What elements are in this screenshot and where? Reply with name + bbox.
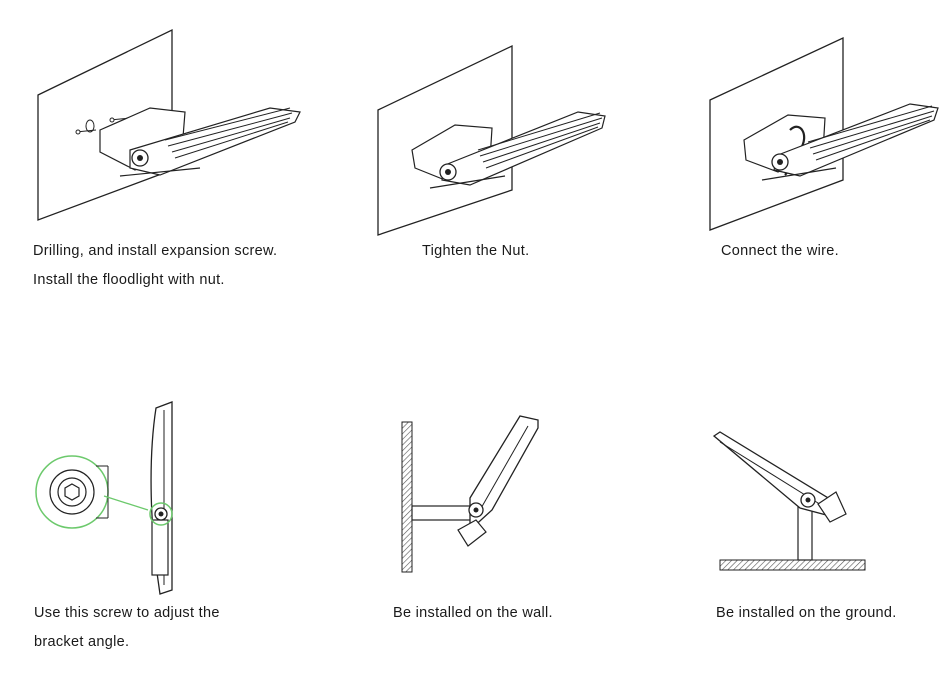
ground-hatch — [719, 559, 866, 571]
step-3-panel: Connect the wire. — [640, 0, 945, 300]
wall-arm — [411, 505, 475, 521]
driver-box — [817, 491, 847, 523]
step-2-panel: Tighten the Nut. — [320, 0, 640, 300]
step-1-panel: Drilling, and install expansion screw. I… — [0, 0, 320, 300]
wall-hatch — [401, 421, 413, 573]
step-5-caption: Be installed on the wall. — [393, 599, 553, 628]
caption-line: Tighten the Nut. — [422, 243, 530, 259]
step-4-caption: Use this screw to adjust the bracket ang… — [34, 599, 220, 657]
step-5-illustration — [401, 415, 539, 573]
caption-line: Be installed on the ground. — [716, 605, 897, 621]
bracket-arm — [151, 519, 169, 576]
heat-fins — [807, 105, 935, 161]
heat-fins — [164, 107, 293, 159]
screw-highlight — [149, 502, 173, 526]
caption-line: Connect the wire. — [721, 243, 839, 259]
step-1-illustration — [37, 28, 301, 221]
step-4-illustration — [35, 401, 173, 595]
screw-closeup — [49, 465, 109, 519]
step-4-panel: Use this screw to adjust the bracket ang… — [0, 380, 320, 680]
caption-line: Use this screw to adjust the — [34, 605, 220, 621]
zoom-line — [103, 495, 149, 511]
step-2-illustration — [377, 44, 606, 236]
caption-line: Drilling, and install expansion screw. — [33, 243, 278, 259]
caption-line: Install the floodlight with nut. — [33, 272, 225, 288]
step-1-caption: Drilling, and install expansion screw. I… — [33, 237, 277, 295]
step-3-caption: Connect the wire. — [721, 237, 839, 266]
caption-line: Be installed on the wall. — [393, 605, 553, 621]
step-6-illustration — [712, 431, 866, 571]
step-5-panel: Be installed on the wall. — [320, 380, 640, 680]
step-6-panel: Be installed on the ground. — [640, 380, 945, 680]
floodlight-body — [129, 107, 301, 176]
step-6-caption: Be installed on the ground. — [716, 599, 897, 628]
step-3-illustration — [709, 36, 939, 231]
driver-box — [457, 519, 487, 547]
step-2-caption: Tighten the Nut. — [422, 237, 529, 266]
heat-fins — [477, 112, 603, 169]
caption-line: bracket angle. — [34, 634, 130, 650]
